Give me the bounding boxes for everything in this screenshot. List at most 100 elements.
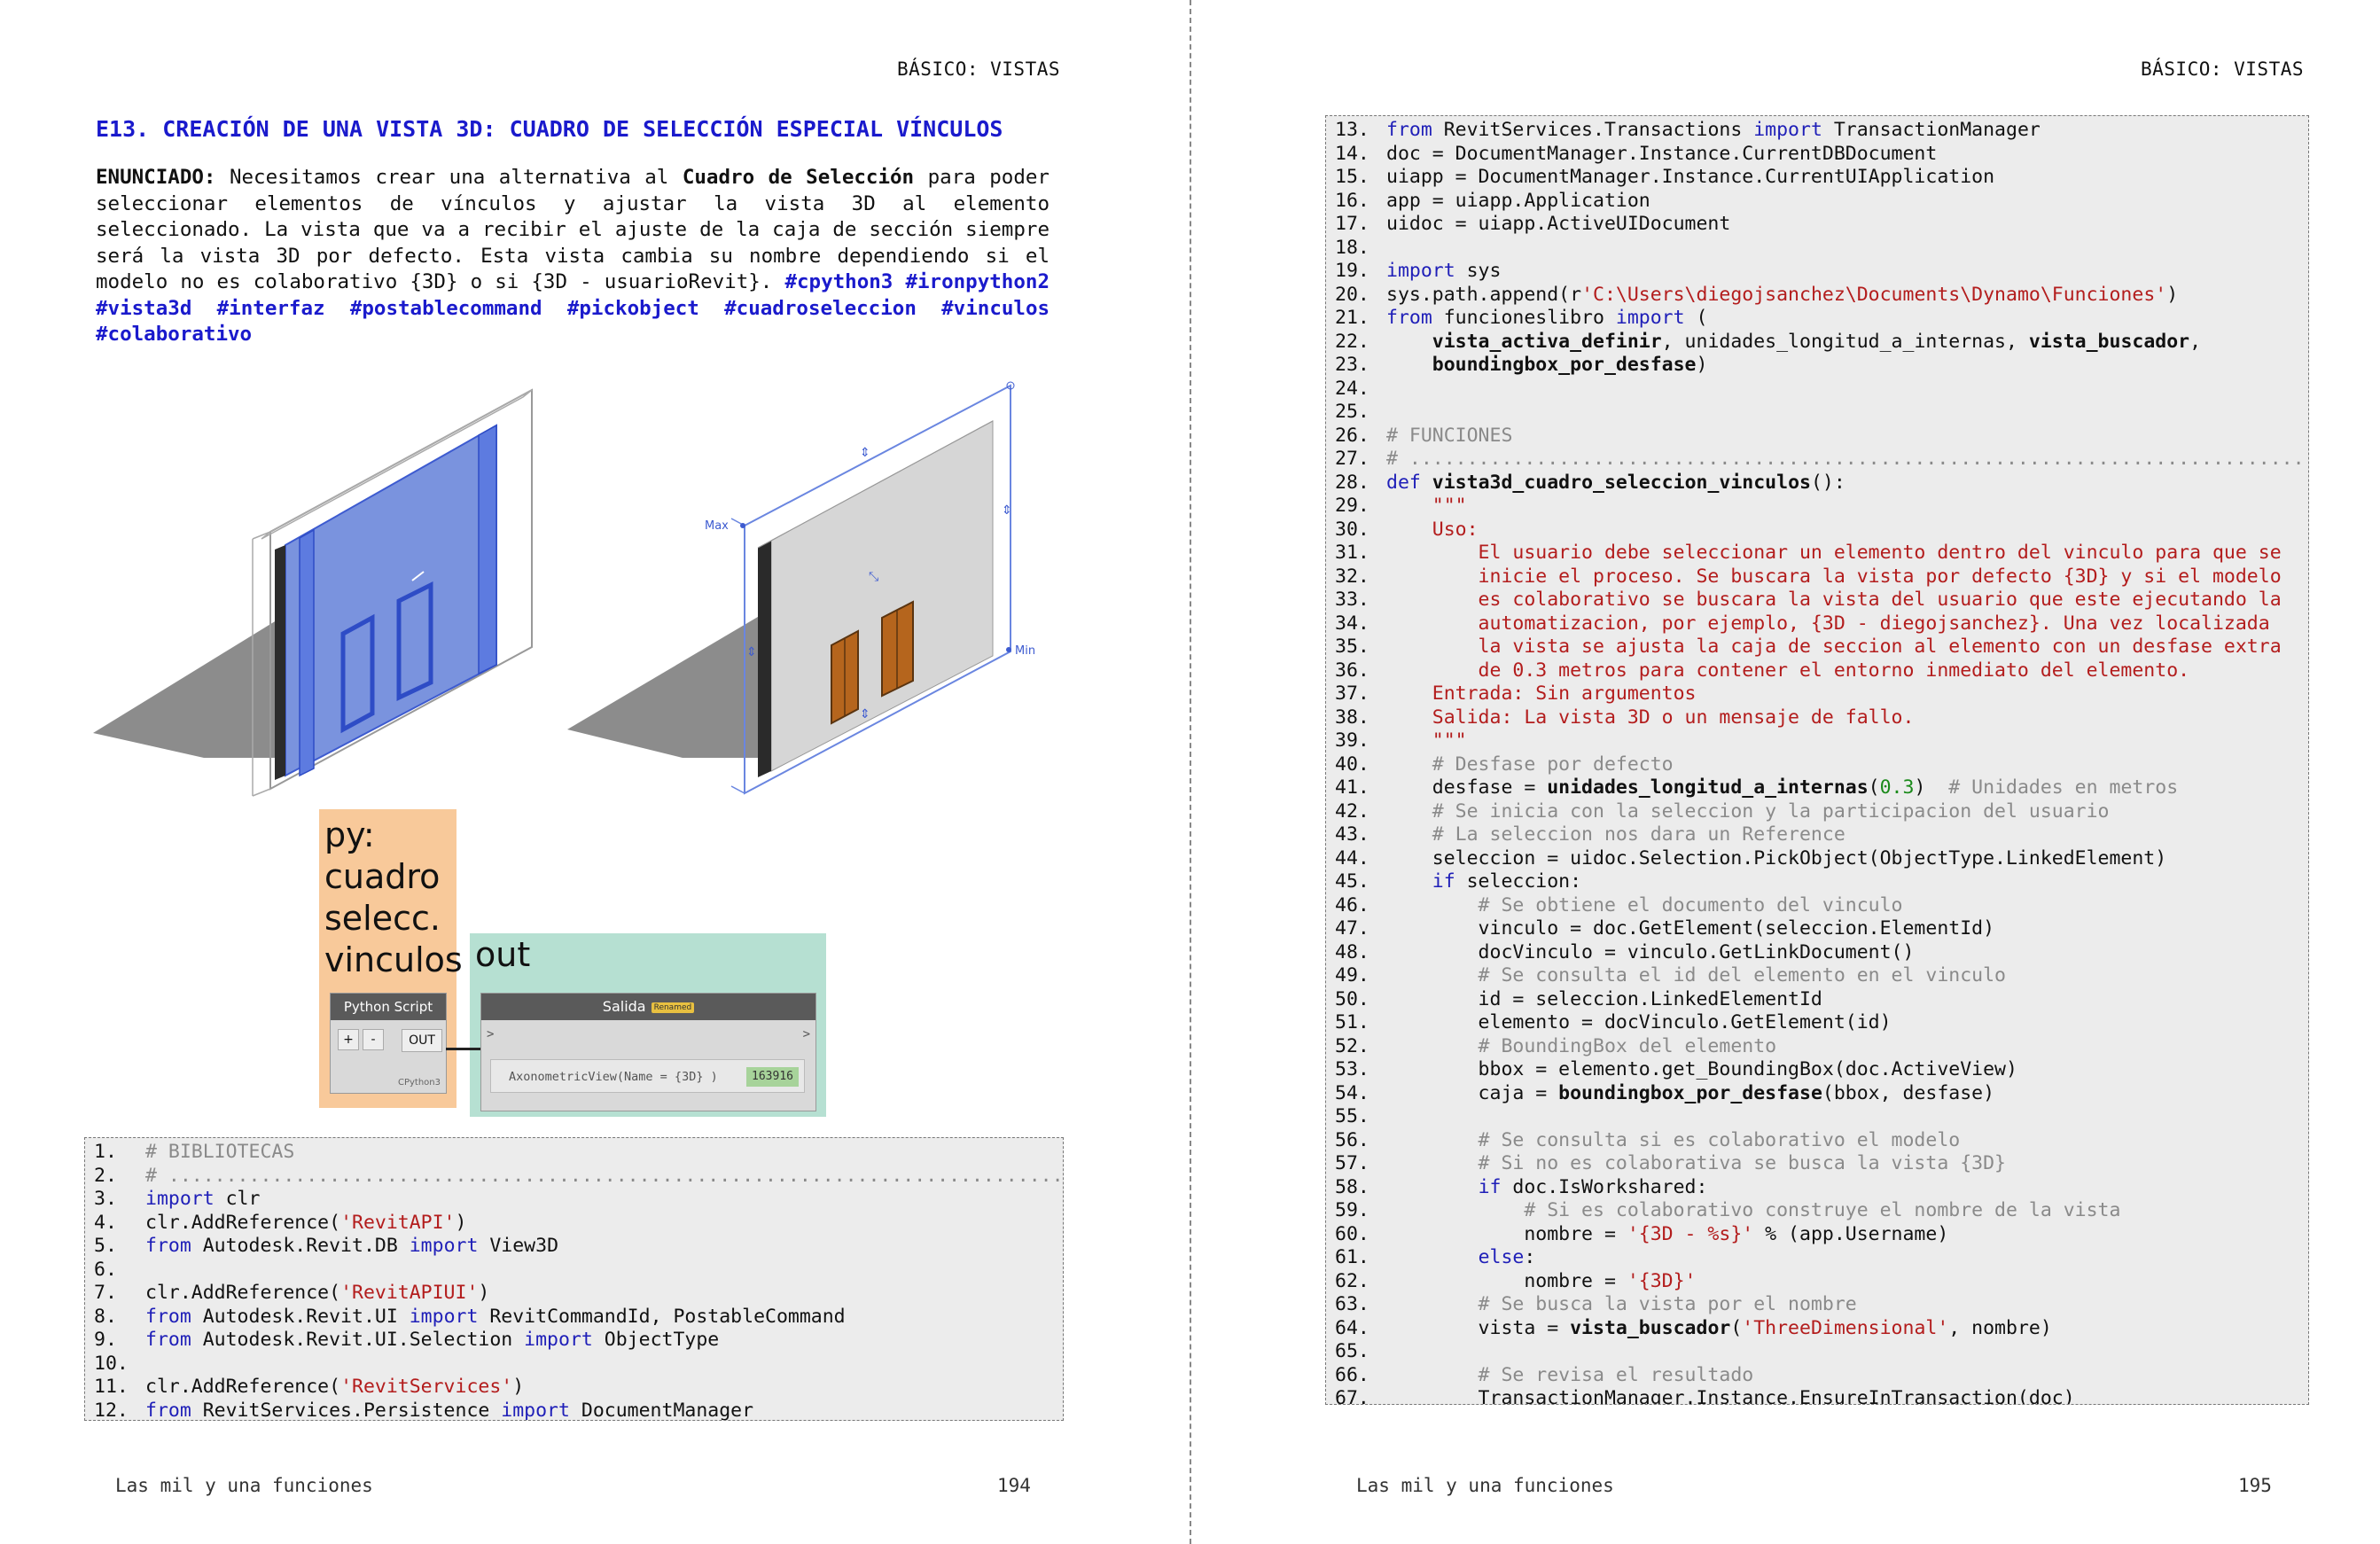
code-line: 33. es colaborativo se buscara la vista …	[1326, 589, 2308, 612]
code-line: 45. if seleccion:	[1326, 870, 2308, 894]
code-line: 23. boundingbox_por_desfase)	[1326, 354, 2308, 378]
line-number: 44.	[1335, 846, 1369, 869]
dynamo-group-python-label: py: cuadro selecc. vinculos	[324, 815, 463, 979]
line-number: 41.	[1335, 776, 1369, 799]
code-line: 36. de 0.3 metros para contener el entor…	[1326, 659, 2308, 683]
enunciado-bold-term: Cuadro de Selección	[682, 166, 915, 189]
hashtag: #postablecommand	[349, 296, 542, 320]
line-number: 24.	[1335, 377, 1369, 400]
code-line: 11.clr.AddReference('RevitServices')	[85, 1376, 1063, 1400]
code-line: 52. # BoundingBox del elemento	[1326, 1035, 2308, 1059]
line-number: 18.	[1335, 236, 1369, 259]
line-number: 37.	[1335, 682, 1369, 705]
line-number: 29.	[1335, 495, 1369, 517]
code-line: 21.from funcioneslibro import (	[1326, 307, 2308, 331]
wall-3d-illustration: ⇕ ⇕ ⇕ ⇕ ⤡ Max Min	[93, 381, 1035, 797]
line-number: 47.	[1335, 917, 1369, 940]
footer-page-number: 194	[997, 1475, 1031, 1496]
hashtag: #colaborativo	[96, 323, 253, 346]
line-number: 55.	[1335, 1105, 1369, 1127]
code-line: 14.doc = DocumentManager.Instance.Curren…	[1326, 143, 2308, 167]
page-divider	[1190, 0, 1191, 1544]
line-number: 25.	[1335, 401, 1369, 423]
code-line: 55.	[1326, 1105, 2308, 1129]
code-line: 1.# BIBLIOTECAS	[85, 1141, 1063, 1165]
line-number: 56.	[1335, 1128, 1369, 1151]
line-number: 64.	[1335, 1316, 1369, 1339]
code-line: 43. # La seleccion nos dara un Reference	[1326, 823, 2308, 847]
line-number: 16.	[1335, 189, 1369, 212]
node-connector-wire[interactable]	[446, 1048, 481, 1050]
dynamo-group-output-label: out	[475, 935, 531, 974]
hashtag: #cuadroseleccion	[724, 296, 917, 320]
code-line: 63. # Se busca la vista por el nombre	[1326, 1293, 2308, 1317]
line-number: 50.	[1335, 987, 1369, 1010]
code-line: 66. # Se revisa el resultado	[1326, 1364, 2308, 1388]
line-number: 2.	[94, 1164, 117, 1187]
code-line: 46. # Se obtiene el documento del vincul…	[1326, 894, 2308, 918]
code-line: 50. id = seleccion.LinkedElementId	[1326, 988, 2308, 1012]
python-node-title: Python Script	[331, 994, 446, 1020]
line-number: 32.	[1335, 565, 1369, 588]
code-line: 17.uidoc = uiapp.ActiveUIDocument	[1326, 213, 2308, 237]
code-line: 67. TransactionManager.Instance.EnsureIn…	[1326, 1387, 2308, 1404]
output-value-preview: AxonometricView(Name = {3D} ) 163916	[490, 1059, 805, 1093]
code-block-right: 13.from RevitServices.Transactions impor…	[1325, 115, 2309, 1405]
output-input-port[interactable]: >	[487, 1027, 495, 1041]
line-number: 42.	[1335, 799, 1369, 823]
line-number: 33.	[1335, 589, 1369, 611]
exercise-title: E13. CREACIÓN DE UNA VISTA 3D: CUADRO DE…	[96, 116, 1003, 142]
code-line: 6.	[85, 1259, 1063, 1283]
code-line: 59. # Si es colaborativo construye el no…	[1326, 1199, 2308, 1223]
code-line: 58. if doc.IsWorkshared:	[1326, 1176, 2308, 1200]
line-number: 60.	[1335, 1222, 1369, 1245]
code-line: 41. desfase = unidades_longitud_a_intern…	[1326, 776, 2308, 800]
code-line: 35. la vista se ajusta la caja de seccio…	[1326, 636, 2308, 659]
max-label: Max	[705, 519, 729, 533]
add-input-button[interactable]: +	[338, 1029, 359, 1050]
renamed-badge: Renamed	[651, 1002, 695, 1013]
code-line: 20.sys.path.append(r'C:\Users\diegojsanc…	[1326, 284, 2308, 308]
remove-input-button[interactable]: -	[363, 1029, 384, 1050]
code-line: 42. # Se inicia con la seleccion y la pa…	[1326, 800, 2308, 824]
code-line: 62. nombre = '{3D}'	[1326, 1270, 2308, 1294]
code-line: 28.def vista3d_cuadro_seleccion_vinculos…	[1326, 472, 2308, 495]
line-number: 43.	[1335, 823, 1369, 846]
code-line: 32. inicie el proceso. Se buscara la vis…	[1326, 565, 2308, 589]
python-script-node[interactable]: Python Script + - OUT CPython3	[330, 993, 447, 1094]
code-line: 40. # Desfase por defecto	[1326, 753, 2308, 777]
line-number: 63.	[1335, 1293, 1369, 1315]
code-line: 15.uiapp = DocumentManager.Instance.Curr…	[1326, 166, 2308, 190]
line-number: 27.	[1335, 448, 1369, 470]
line-number: 3.	[94, 1188, 117, 1210]
line-number: 23.	[1335, 354, 1369, 376]
enunciado-label: ENUNCIADO:	[96, 166, 216, 189]
code-line: 51. elemento = docVinculo.GetElement(id)	[1326, 1011, 2308, 1035]
code-line: 30. Uso:	[1326, 519, 2308, 542]
output-output-port[interactable]: >	[802, 1027, 810, 1041]
line-number: 6.	[94, 1258, 117, 1281]
footer-page-number: 195	[2238, 1475, 2272, 1496]
line-number: 39.	[1335, 729, 1369, 752]
page-header: BÁSICO: VISTAS	[2141, 58, 2305, 80]
code-line: 9.from Autodesk.Revit.UI.Selection impor…	[85, 1329, 1063, 1353]
line-number: 28.	[1335, 471, 1369, 494]
line-number: 19.	[1335, 260, 1369, 282]
enunciado-text-1: Necesitamos crear una alternativa al	[215, 166, 683, 189]
footer-book-title: Las mil y una funciones	[115, 1475, 373, 1496]
code-line: 22. vista_activa_definir, unidades_longi…	[1326, 331, 2308, 355]
code-line: 48. docVinculo = vinculo.GetLinkDocument…	[1326, 941, 2308, 965]
code-line: 8.from Autodesk.Revit.UI import RevitCom…	[85, 1306, 1063, 1330]
line-number: 48.	[1335, 940, 1369, 963]
line-number: 59.	[1335, 1199, 1369, 1221]
enunciado-text-2: para poder seleccionar elementos de vínc…	[96, 166, 1050, 293]
code-line: 12.from RevitServices.Persistence import…	[85, 1400, 1063, 1421]
svg-text:⇕: ⇕	[746, 645, 757, 659]
python-output-port[interactable]: OUT	[402, 1029, 442, 1052]
code-line: 5.from Autodesk.Revit.DB import View3D	[85, 1235, 1063, 1259]
line-number: 30.	[1335, 518, 1369, 541]
code-line: 27.# ...................................…	[1326, 448, 2308, 472]
code-line: 18.	[1326, 237, 2308, 261]
